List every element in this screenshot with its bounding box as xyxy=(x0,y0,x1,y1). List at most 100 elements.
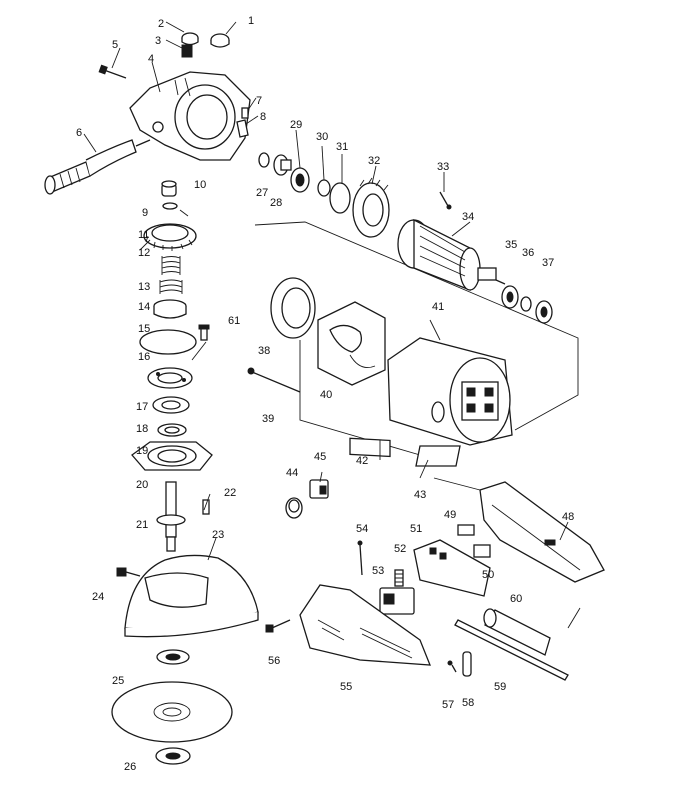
part-number-48: 48 xyxy=(562,511,574,523)
part-number-57: 57 xyxy=(442,699,454,711)
part-number-29: 29 xyxy=(290,119,302,131)
part-number-54: 54 xyxy=(356,523,368,535)
part-19-ring xyxy=(157,423,187,437)
part-number-27: 27 xyxy=(256,187,268,199)
leader-lines xyxy=(83,21,581,629)
part-28-pinion xyxy=(273,154,292,176)
part-number-30: 30 xyxy=(316,131,328,143)
part-number-13: 13 xyxy=(138,281,150,293)
part-number-21: 21 xyxy=(136,519,148,531)
part-number-22: 22 xyxy=(224,487,236,499)
part-number-23: 23 xyxy=(212,529,224,541)
part-number-58: 58 xyxy=(462,697,474,709)
part-number-36: 36 xyxy=(522,247,534,259)
part-3-spring xyxy=(181,44,193,58)
part-number-32: 32 xyxy=(368,155,380,167)
part-number-2: 2 xyxy=(158,18,164,30)
part-40-field xyxy=(317,301,386,386)
part-35-ball-bearing xyxy=(501,285,519,309)
part-number-44: 44 xyxy=(286,467,298,479)
part-17-retaining-ring xyxy=(147,367,193,389)
part-29-ball-bearing xyxy=(290,167,310,193)
part-41-motor-housing xyxy=(387,337,513,446)
part-4-gear-housing xyxy=(129,71,251,161)
part-10-washer xyxy=(162,202,178,210)
part-number-40: 40 xyxy=(320,389,332,401)
part-6-side-handle xyxy=(44,139,151,195)
part-number-45: 45 xyxy=(314,451,326,463)
part-number-34: 34 xyxy=(462,211,474,223)
part-20-bearing-box xyxy=(131,441,213,471)
part-50-switch-lever xyxy=(473,544,491,558)
part-53-switch-box xyxy=(379,587,415,615)
part-number-31: 31 xyxy=(336,141,348,153)
part-44-brush-cap xyxy=(285,497,303,519)
part-38-baffle-plate xyxy=(270,277,316,339)
part-34-armature xyxy=(397,218,506,291)
part-number-5: 5 xyxy=(112,39,118,51)
part-37-ball-bearing xyxy=(535,300,553,324)
part-45-brush-holder xyxy=(309,479,329,499)
part-number-17: 17 xyxy=(136,401,148,413)
part-number-7: 7 xyxy=(256,95,262,107)
part-2-cap xyxy=(181,32,199,46)
part-8-key xyxy=(236,119,249,138)
part-61-screw xyxy=(198,324,210,341)
part-number-38: 38 xyxy=(258,345,270,357)
part-39-screw xyxy=(247,367,301,393)
part-number-49: 49 xyxy=(444,509,456,521)
part-25-inner-flange xyxy=(156,649,190,665)
part-number-1: 1 xyxy=(248,15,254,27)
part-number-60: 60 xyxy=(510,593,522,605)
part-number-42: 42 xyxy=(356,455,368,467)
part-16-felt-ring xyxy=(139,329,197,355)
part-32-fan-baffle xyxy=(352,177,390,238)
part-number-52: 52 xyxy=(394,543,406,555)
part-56-screw xyxy=(265,619,291,633)
part-number-53: 53 xyxy=(372,565,384,577)
part-number-19: 19 xyxy=(136,445,148,457)
part-number-59: 59 xyxy=(494,681,506,693)
part-30-washer xyxy=(317,179,331,197)
part-51-switch xyxy=(413,539,491,597)
part-number-61: 61 xyxy=(228,315,240,327)
part-number-50: 50 xyxy=(482,569,494,581)
part-1-cap xyxy=(210,33,230,48)
part-number-3: 3 xyxy=(155,35,161,47)
part-13-spring xyxy=(161,256,181,275)
part-number-26: 26 xyxy=(124,761,136,773)
part-14-spring xyxy=(159,279,183,294)
part-42-label xyxy=(349,437,391,458)
part-number-9: 9 xyxy=(142,207,148,219)
part-number-56: 56 xyxy=(268,655,280,667)
part-number-15: 15 xyxy=(138,323,150,335)
part-27-washer xyxy=(258,152,270,168)
part-48-handle-cover xyxy=(479,481,605,583)
part-number-37: 37 xyxy=(542,257,554,269)
part-33-screw xyxy=(439,191,452,210)
part-number-25: 25 xyxy=(112,675,124,687)
part-number-4: 4 xyxy=(148,53,154,65)
part-number-28: 28 xyxy=(270,197,282,209)
part-number-16: 16 xyxy=(138,351,150,363)
part-number-6: 6 xyxy=(76,127,82,139)
part-43-label xyxy=(415,445,461,467)
part-abrasive-wheel xyxy=(111,681,233,743)
part-number-35: 35 xyxy=(505,239,517,251)
part-number-8: 8 xyxy=(260,111,266,123)
part-26-lock-nut xyxy=(155,747,191,765)
part-15-sleeve xyxy=(153,299,187,319)
part-9-bearing xyxy=(161,180,177,197)
part-number-24: 24 xyxy=(92,591,104,603)
part-number-20: 20 xyxy=(136,479,148,491)
part-number-41: 41 xyxy=(432,301,444,313)
part-18-ball-bearing xyxy=(152,396,190,414)
part-number-14: 14 xyxy=(138,301,150,313)
part-number-12: 12 xyxy=(138,247,150,259)
part-12-spiral-bevel-gear xyxy=(143,223,197,251)
part-54-screw xyxy=(357,540,363,576)
part-number-39: 39 xyxy=(262,413,274,425)
part-58-clip xyxy=(462,651,472,677)
part-55-handle xyxy=(299,584,431,666)
